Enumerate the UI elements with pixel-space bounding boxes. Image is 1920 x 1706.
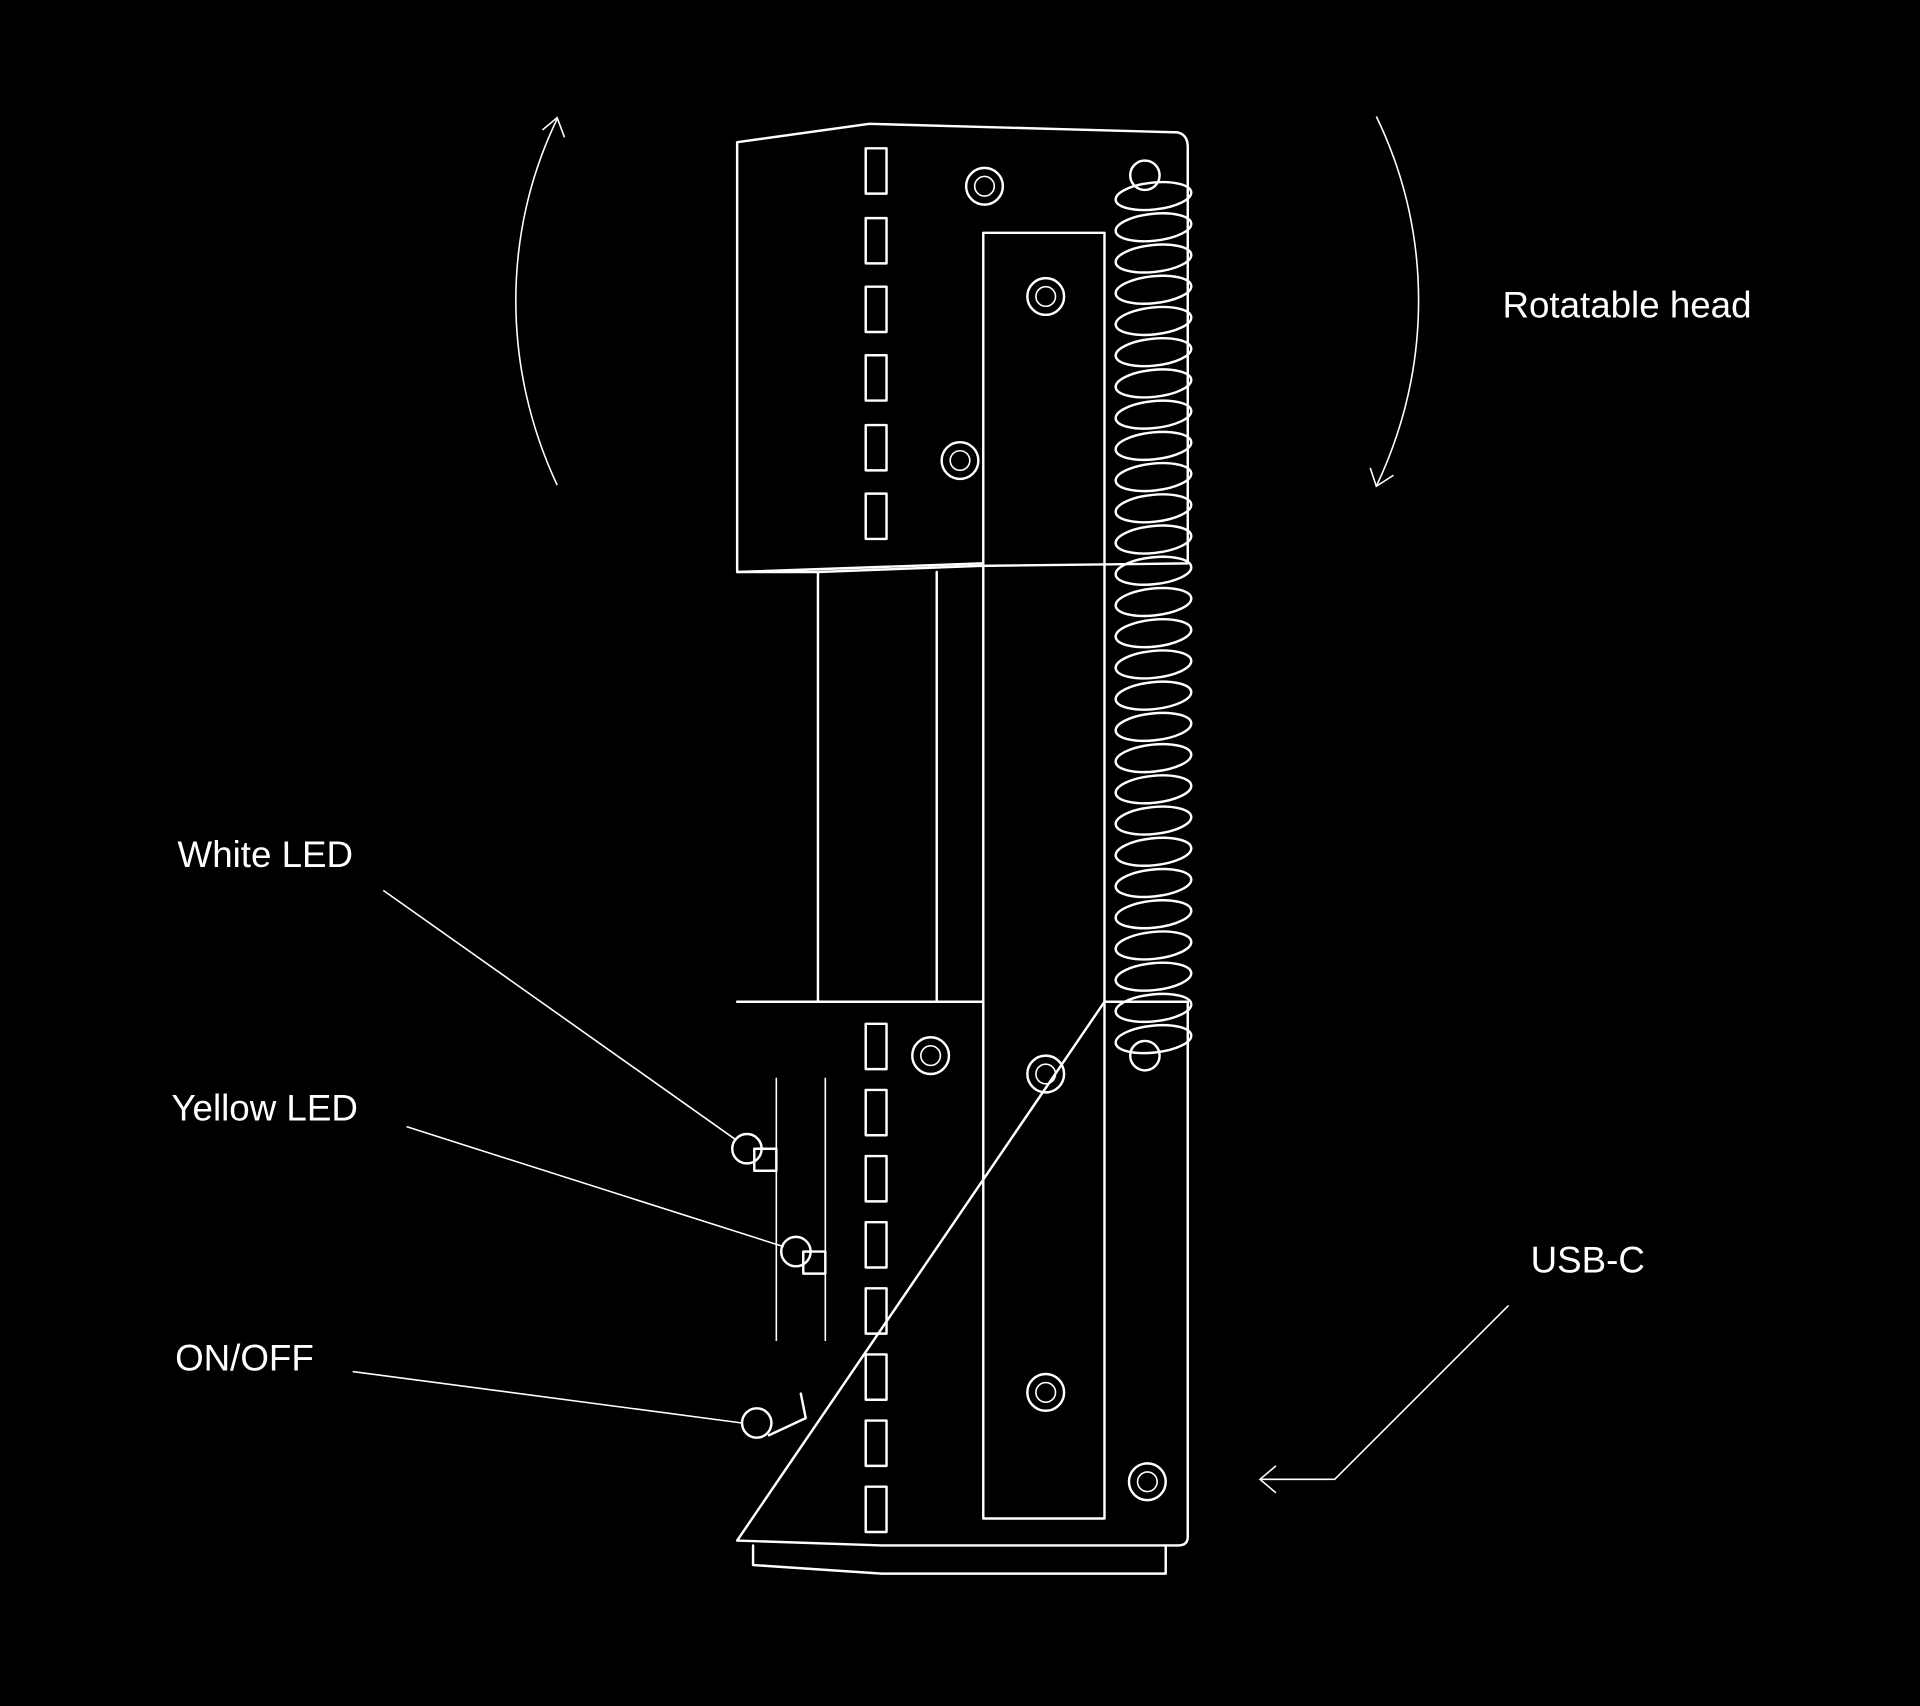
mounting-plate [982, 231, 1106, 1520]
vent-slot [864, 423, 888, 472]
coiled-cable [1114, 159, 1193, 1072]
cable-coil [1114, 430, 1193, 462]
vent-slot [864, 216, 888, 265]
cable-coil [1114, 524, 1193, 555]
rotatable-head [735, 122, 1189, 1003]
rotate-arrow-right-icon [1369, 116, 1420, 488]
white-led-icon [731, 1132, 778, 1172]
screw-icon [1026, 276, 1066, 317]
cable-coil [1114, 836, 1193, 867]
vent-slot [864, 354, 888, 402]
screw-icon [940, 440, 980, 481]
cable-coil [1114, 555, 1193, 586]
vent-slot [864, 492, 888, 541]
on-off-leader [352, 1370, 743, 1424]
cable-coil [1114, 618, 1193, 649]
vent-slot [864, 147, 888, 195]
cable-coil [1114, 305, 1193, 337]
cable-end [1128, 159, 1161, 192]
cable-end [1128, 1039, 1161, 1072]
cable-coil [1114, 711, 1193, 743]
label-yellow-led: Yellow LED [171, 1088, 357, 1129]
cable-coil [1114, 399, 1193, 430]
cable-coil [1114, 368, 1193, 399]
cable-coil [1114, 992, 1193, 1024]
cable-coil [1114, 867, 1193, 899]
white-led-leader [382, 889, 736, 1140]
cable-coil [1114, 961, 1193, 992]
screw-icon [1127, 1462, 1167, 1502]
vent-slot [864, 1353, 888, 1401]
label-white-led: White LED [178, 834, 354, 875]
cable-coil [1114, 899, 1193, 930]
vent-slot [864, 1154, 888, 1203]
vent-slot [864, 285, 888, 334]
screw-icon [1026, 1054, 1066, 1094]
power-switch-icon [740, 1392, 807, 1439]
vent-slots [864, 147, 888, 1534]
cable-coil [1114, 930, 1193, 961]
cable-coil [1114, 742, 1193, 774]
screw-icon [1026, 1372, 1066, 1412]
vent-slot [864, 1022, 888, 1071]
screws [911, 166, 1167, 1502]
cable-coil [1114, 774, 1193, 805]
cable-coil [1114, 493, 1193, 524]
label-usb-c: USB-C [1531, 1239, 1645, 1280]
screw-icon [964, 166, 1005, 206]
screw-icon [911, 1036, 951, 1076]
vent-slot [864, 1287, 888, 1335]
cable-coil [1114, 243, 1193, 274]
vent-slot [864, 1088, 888, 1137]
cable-coil [1114, 180, 1193, 212]
yellow-led-icon [780, 1235, 827, 1275]
cable-coil [1114, 1023, 1193, 1055]
vent-slot [864, 1220, 888, 1269]
cable-coil [1114, 274, 1193, 305]
cable-coil [1114, 461, 1193, 493]
base-body [735, 1000, 1189, 1575]
vent-slot [864, 1485, 888, 1534]
cable-coil [1114, 649, 1193, 680]
label-rotatable-head: Rotatable head [1502, 284, 1751, 325]
cable-coil [1114, 336, 1193, 368]
cable-coil [1114, 586, 1193, 618]
yellow-led-leader [406, 1125, 784, 1248]
vent-slot [864, 1419, 888, 1468]
cable-coil [1114, 680, 1193, 711]
cable-coil [1114, 212, 1193, 243]
cable-coil [1114, 805, 1193, 836]
label-on-off: ON/OFF [175, 1337, 314, 1378]
rotate-arrow-left-icon [515, 116, 566, 486]
usb-c-arrow-icon [1258, 1304, 1510, 1494]
